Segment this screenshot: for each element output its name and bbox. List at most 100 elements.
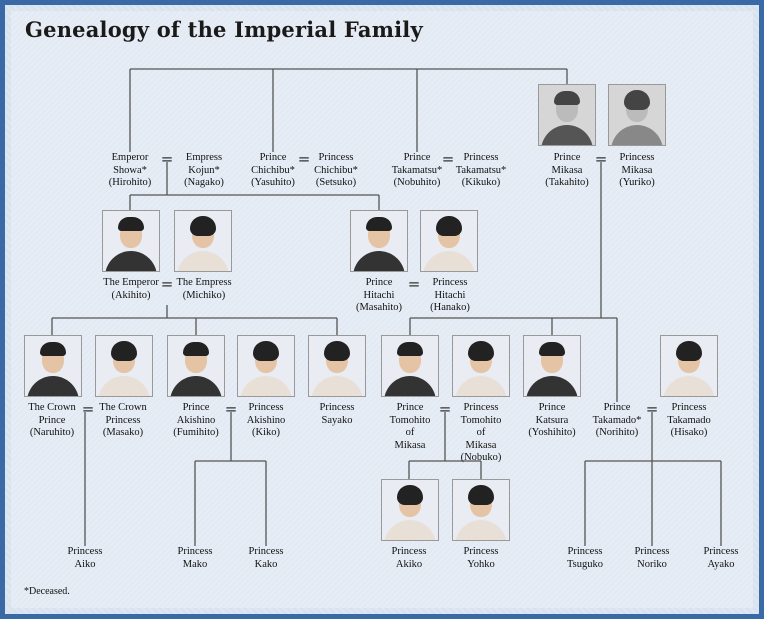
nobuhito-title-line: Prince bbox=[403, 152, 431, 163]
michiko-title-line: The Empress bbox=[176, 277, 232, 288]
masako-portrait bbox=[95, 335, 153, 397]
nagako-personal-name: (Nagako) bbox=[184, 177, 224, 188]
marriage-symbol: = bbox=[82, 400, 95, 418]
hisako-title-line: Takamado bbox=[667, 414, 711, 426]
yuriko-title-line: Princess bbox=[619, 152, 655, 163]
akihito-title-line: The Emperor bbox=[103, 277, 159, 288]
hisako-title-line: Princess bbox=[671, 402, 707, 413]
tomohito-title-line: Mikasa bbox=[394, 439, 426, 451]
norihito-personal-name: (Norihito) bbox=[595, 427, 639, 438]
masahito-title-line: Hitachi bbox=[363, 289, 395, 301]
nobuko-personal-name: (Nobuko) bbox=[460, 452, 502, 463]
marriage-symbol: = bbox=[595, 150, 608, 168]
yohko-title-line: Yohko bbox=[467, 558, 495, 570]
ayako-title-line: Ayako bbox=[707, 558, 735, 570]
hanako-personal-name: (Hanako) bbox=[430, 302, 470, 313]
masahito-title-line: Prince bbox=[365, 277, 393, 288]
hirohito-title-line: Showa* bbox=[113, 164, 147, 176]
yohko-portrait bbox=[452, 479, 510, 541]
nagako-title-line: Empress bbox=[185, 152, 223, 163]
hanako-portrait bbox=[420, 210, 478, 272]
marriage-symbol: = bbox=[225, 400, 238, 418]
hanako-title-line: Hitachi bbox=[434, 289, 466, 301]
marriage-symbol: = bbox=[408, 275, 421, 293]
masako-title-line: The Crown bbox=[99, 402, 147, 413]
marriage-symbol: = bbox=[161, 150, 174, 168]
marriage-symbol: = bbox=[439, 400, 452, 418]
page-title: Genealogy of the Imperial Family bbox=[25, 17, 423, 42]
yuriko-portrait bbox=[608, 84, 666, 146]
deceased-note: *Deceased. bbox=[24, 586, 70, 597]
fumihito-title-line: Akishino bbox=[176, 414, 216, 426]
naruhito-personal-name: (Naruhito) bbox=[29, 427, 75, 438]
aiko-title-line: Princess bbox=[67, 546, 103, 557]
akihito-personal-name: (Akihito) bbox=[111, 289, 151, 301]
yasuhito-personal-name: (Yasuhito) bbox=[251, 177, 295, 188]
nobuko-portrait bbox=[452, 335, 510, 397]
kiko-title-line: Princess bbox=[248, 402, 284, 413]
marriage-symbol: = bbox=[646, 400, 659, 418]
yoshihito-title-line: Katsura bbox=[535, 414, 569, 426]
nobuhito-personal-name: (Nobuhito) bbox=[393, 177, 441, 188]
nobuko-title-line: Princess bbox=[463, 402, 499, 413]
yohko-title-line: Princess bbox=[463, 546, 499, 557]
masahito-portrait bbox=[350, 210, 408, 272]
nobuko-title-line: Mikasa bbox=[465, 439, 497, 451]
tsuguko-title-line: Princess bbox=[567, 546, 603, 557]
nobuko-title-line: Tomohito bbox=[460, 414, 502, 426]
person-akihito: The Emperor(Akihito) bbox=[91, 277, 171, 302]
sayako-title-line: Princess bbox=[319, 402, 355, 413]
naruhito-title-line: The Crown bbox=[28, 402, 76, 413]
yasuhito-title-line: Prince bbox=[259, 152, 287, 163]
setsuko-personal-name: (Setsuko) bbox=[315, 177, 357, 188]
setsuko-title-line: Princess bbox=[318, 152, 354, 163]
mako-title-line: Princess bbox=[177, 546, 213, 557]
person-michiko: The Empress(Michiko) bbox=[164, 277, 244, 302]
kiko-title-line: Akishino bbox=[246, 414, 286, 426]
noriko-title-line: Princess bbox=[634, 546, 670, 557]
fumihito-portrait bbox=[167, 335, 225, 397]
michiko-personal-name: (Michiko) bbox=[182, 289, 226, 301]
yuriko-title-line: Mikasa bbox=[621, 164, 653, 176]
akiko-title-line: Akiko bbox=[395, 558, 423, 570]
kako-title-line: Kako bbox=[254, 558, 278, 570]
hirohito-personal-name: (Hirohito) bbox=[108, 177, 152, 188]
takahito-title-line: Prince bbox=[553, 152, 581, 163]
takahito-portrait bbox=[538, 84, 596, 146]
tomohito-title-line: of bbox=[405, 427, 415, 438]
kiko-personal-name: (Kiko) bbox=[252, 427, 280, 438]
yoshihito-personal-name: (Yoshihito) bbox=[528, 427, 576, 438]
takahito-personal-name: (Takahito) bbox=[545, 177, 589, 188]
kikuko-title-line: Takamatsu* bbox=[455, 164, 507, 176]
akiko-portrait bbox=[381, 479, 439, 541]
noriko-title-line: Noriko bbox=[637, 558, 667, 570]
norihito-title-line: Prince bbox=[603, 402, 631, 413]
hisako-personal-name: (Hisako) bbox=[670, 427, 708, 438]
norihito-title-line: Takamado* bbox=[592, 414, 642, 426]
kako-title-line: Princess bbox=[248, 546, 284, 557]
kikuko-title-line: Princess bbox=[463, 152, 499, 163]
masako-personal-name: (Masako) bbox=[102, 427, 144, 438]
masako-title-line: Princess bbox=[105, 414, 141, 426]
yoshihito-title-line: Prince bbox=[538, 402, 566, 413]
naruhito-title-line: Prince bbox=[38, 414, 66, 426]
